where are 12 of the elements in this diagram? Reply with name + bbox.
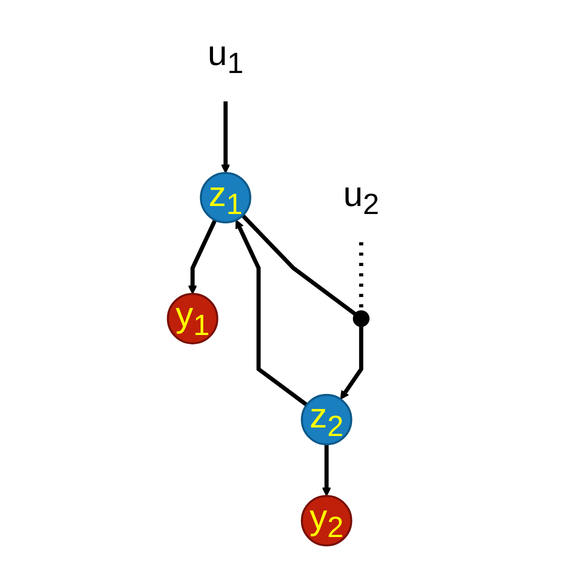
arrow <box>188 219 217 294</box>
arrow <box>221 101 230 174</box>
variable-label: u$_{1}$ <box>208 34 244 80</box>
variable-label: u$_{2}$ <box>343 174 380 222</box>
arrow <box>235 220 308 407</box>
output-circle: y$_{2}$ <box>300 494 352 546</box>
arrow <box>340 326 364 400</box>
junction-dot <box>352 310 370 327</box>
arrow <box>322 444 332 496</box>
state-circle: z$_{1}$ <box>200 172 252 224</box>
state-circle: z$_{2}$ <box>300 394 352 446</box>
output-circle: y$_{1}$ <box>166 292 218 344</box>
